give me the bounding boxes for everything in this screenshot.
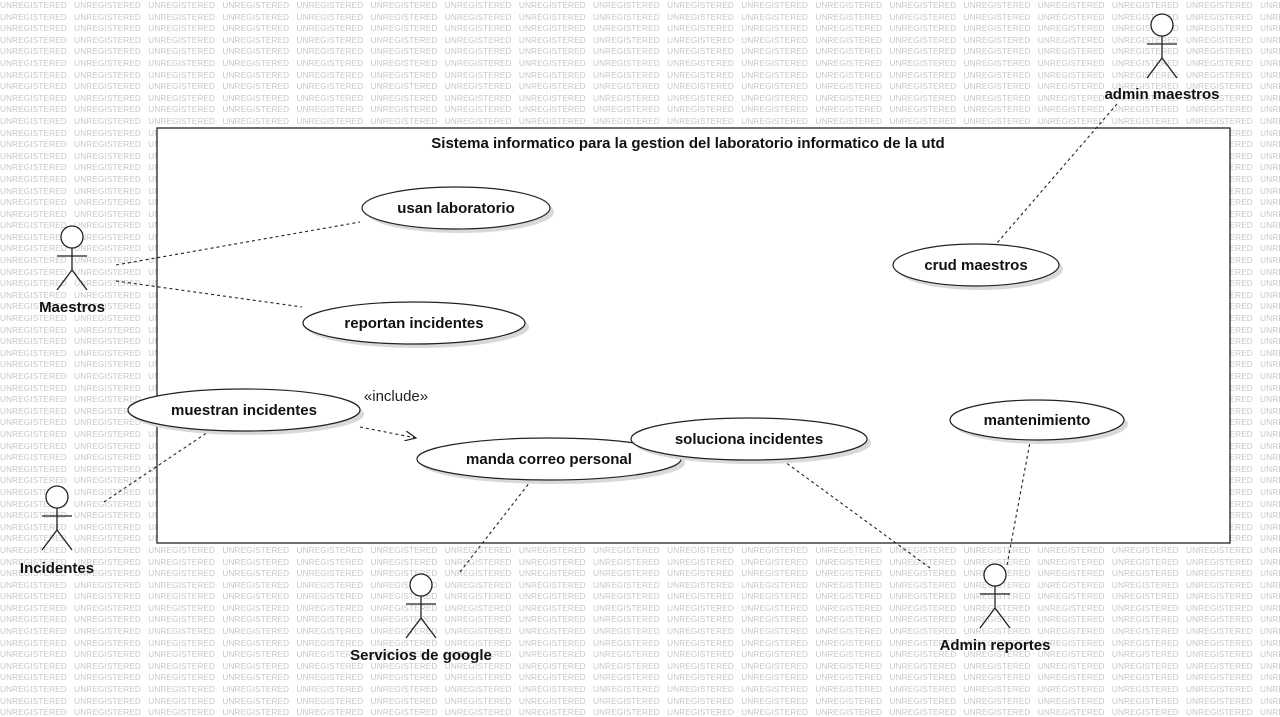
actor-maestros[interactable]: Maestros	[39, 225, 105, 316]
actor-label: Admin reportes	[940, 637, 1051, 654]
actor-servicios-de-google[interactable]: Servicios de google	[350, 573, 492, 664]
use-case-reportan-incidentes[interactable]: reportan incidentes	[302, 301, 529, 348]
assoc-admin-reportes-mantenimiento[interactable]	[1006, 441, 1031, 566]
include-label: «include»	[364, 388, 428, 405]
use-case-label: mantenimiento	[984, 412, 1091, 429]
use-case-label: reportan incidentes	[344, 315, 483, 332]
use-case-soluciona-incidentes[interactable]: soluciona incidentes	[630, 417, 871, 464]
assoc-admin-maestros-crud[interactable]	[996, 103, 1118, 244]
stick-figure-icon	[41, 485, 73, 551]
stick-figure-icon	[56, 225, 88, 291]
use-case-usan-laboratorio[interactable]: usan laboratorio	[361, 186, 554, 233]
actor-incidentes[interactable]: Incidentes	[20, 485, 94, 577]
stick-figure-icon	[979, 563, 1011, 629]
assoc-maestros-usan-laboratorio[interactable]	[115, 221, 361, 266]
stick-figure-icon	[1146, 13, 1178, 79]
assoc-maestros-reportan-incidentes[interactable]	[115, 280, 303, 308]
use-case-label: soluciona incidentes	[675, 431, 823, 448]
actor-label: admin maestros	[1104, 86, 1219, 103]
system-title: Sistema informatico para la gestion del …	[431, 135, 944, 152]
use-case-manda-correo-personal[interactable]: manda correo personal	[416, 437, 685, 484]
assoc-google-manda-correo[interactable]	[459, 481, 531, 573]
use-case-crud-maestros[interactable]: crud maestros	[892, 243, 1063, 290]
stick-figure-icon	[405, 573, 437, 639]
use-case-mantenimiento[interactable]: mantenimiento	[949, 399, 1128, 444]
use-case-label: crud maestros	[924, 257, 1027, 274]
use-case-muestran-incidentes[interactable]: muestran incidentes	[127, 388, 364, 435]
use-case-label: usan laboratorio	[397, 200, 515, 217]
use-case-label: muestran incidentes	[171, 402, 317, 419]
actor-label: Maestros	[39, 299, 105, 316]
actor-label: Incidentes	[20, 560, 94, 577]
actor-label: Servicios de google	[350, 647, 492, 664]
assoc-incidentes-muestran-incidentes[interactable]	[103, 431, 209, 503]
use-case-label: manda correo personal	[466, 451, 632, 468]
actor-admin-reportes[interactable]: Admin reportes	[940, 563, 1051, 654]
actor-admin-maestros[interactable]: admin maestros	[1104, 13, 1220, 103]
